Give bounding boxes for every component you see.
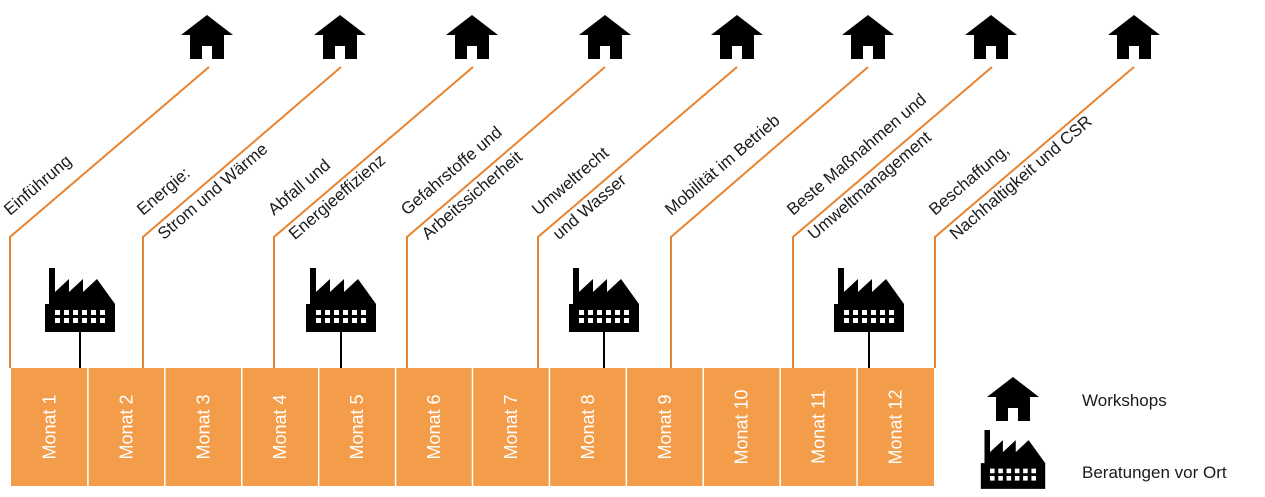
house-icon: [579, 15, 631, 59]
topic-label: Beschaffung,Nachhaltigkeit und CSR: [925, 112, 1095, 244]
house-icon: [987, 377, 1039, 421]
month-cell: Monat 1: [39, 394, 59, 459]
month-label: Monat 12: [886, 389, 906, 464]
factory-icon: [569, 268, 639, 368]
factory-icon: [45, 268, 115, 368]
month-cell: Monat 3: [164, 368, 213, 486]
factory-icon: [834, 268, 904, 368]
month-label: Monat 8: [578, 394, 598, 459]
month-label: Monat 2: [116, 394, 136, 459]
legend-workshops: Workshops: [987, 377, 1167, 421]
factory-icon: [306, 268, 376, 368]
topic-connector-line: [142, 66, 342, 368]
month-label: Monat 6: [424, 394, 444, 459]
topic-connector-line: [934, 66, 1135, 368]
month-cell: Monat 8: [548, 368, 598, 486]
month-cell: Monat 6: [394, 368, 444, 486]
month-label: Monat 4: [270, 394, 290, 459]
topic-connector-line: [792, 66, 993, 368]
topic-connector-line: [9, 66, 210, 368]
topic-label-line: Mobilität im Betrieb: [661, 111, 783, 219]
house-icon: [965, 15, 1017, 59]
factory-icon: [980, 430, 1046, 489]
month-label: Monat 7: [501, 394, 521, 459]
house-icon: [842, 15, 894, 59]
month-label: Monat 1: [39, 394, 59, 459]
house-icon: [446, 15, 498, 59]
month-cell: Monat 11: [779, 368, 829, 486]
topic-connector-line: [273, 66, 474, 368]
topic-label-line: Einführung: [0, 151, 75, 219]
house-icon: [314, 15, 366, 59]
month-cell: Monat 9: [625, 368, 675, 486]
topic-label: Mobilität im Betrieb: [661, 111, 783, 219]
onsite-consulting-icons: [45, 268, 904, 368]
factory-icon: [980, 430, 1046, 489]
month-cell: Monat 7: [471, 368, 521, 486]
month-cell: Monat 2: [87, 368, 136, 486]
topic-label: Einführung: [0, 151, 75, 219]
house-icon: [711, 15, 763, 59]
legend-onsite-label: Beratungen vor Ort: [1082, 463, 1227, 482]
topic-connector-line: [406, 66, 606, 368]
topic-connector-line: [670, 66, 869, 368]
workshop-icons: [181, 15, 1160, 59]
month-label: Monat 5: [347, 394, 367, 459]
month-cell: Monat 5: [317, 368, 367, 486]
month-bar: Monat 1 Monat 2 Monat 3 Monat 4 Monat 5 Monat…: [11, 368, 934, 486]
month-label: Monat 9: [655, 394, 675, 459]
topic-connector-line: [537, 66, 738, 368]
month-label: Monat 10: [732, 389, 752, 464]
month-label: Monat 3: [193, 394, 213, 459]
legend: Workshops Beratungen vor Ort: [980, 377, 1227, 489]
month-cell: Monat 4: [241, 368, 290, 486]
month-cell: Monat 10: [702, 368, 752, 486]
house-icon: [987, 377, 1039, 421]
house-icon: [181, 15, 233, 59]
legend-onsite: Beratungen vor Ort: [980, 430, 1227, 489]
month-cell: Monat 12: [856, 368, 906, 486]
house-icon: [1108, 15, 1160, 59]
topic-connector-lines: [9, 66, 1135, 368]
month-label: Monat 11: [809, 390, 829, 464]
legend-workshops-label: Workshops: [1082, 391, 1167, 410]
topic-label: Energie:Strom und Wärme: [133, 139, 271, 243]
